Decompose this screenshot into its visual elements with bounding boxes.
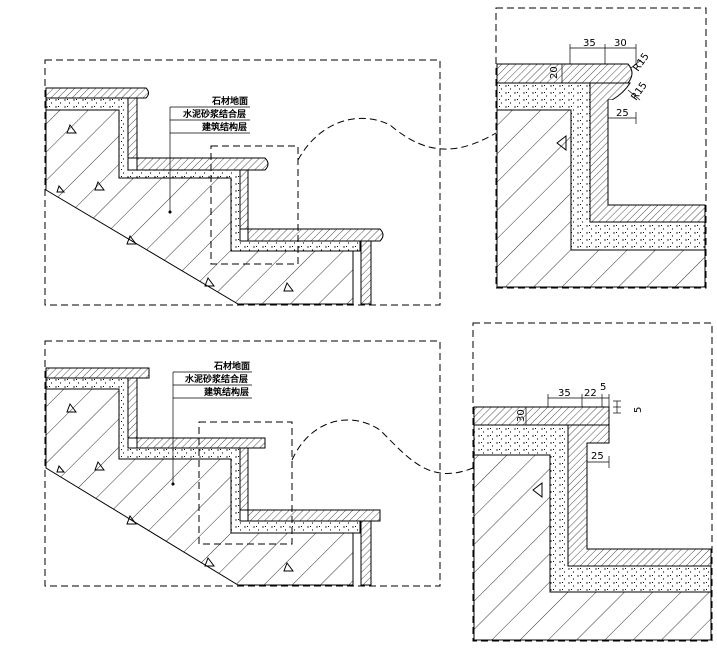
- bottom-detail-dimensions: [522, 394, 621, 468]
- top-section-frame: [44, 59, 441, 306]
- top-dim-r15-a: R15: [631, 51, 651, 73]
- bottom-dim-22: 22: [584, 388, 597, 399]
- bottom-dim-30: 30: [516, 409, 527, 422]
- bottom-stair-section: 石材地面 水泥砂浆结合层 建筑结构层: [44, 340, 474, 587]
- bottom-leader-lines: [171, 371, 252, 486]
- top-stone-tread-1: [45, 87, 149, 99]
- top-callout-box: [210, 145, 299, 265]
- bottom-detail-mark: [532, 481, 543, 499]
- bottom-detail-concrete: [473, 454, 712, 641]
- top-stone-riser-3: [360, 240, 372, 305]
- bottom-detail-riser: [567, 424, 712, 567]
- bottom-stone-tread-3: [247, 509, 381, 522]
- top-detail-riser: [589, 82, 706, 223]
- bottom-label-stone: 石材地面: [213, 360, 250, 372]
- bottom-detail-tread: [473, 406, 610, 426]
- top-stair-section: 石材地面 水泥砂浆结合层 建筑结构层: [44, 59, 497, 306]
- top-dim-r15-b: R15: [629, 80, 649, 102]
- bottom-dim-5: 5: [600, 382, 606, 393]
- top-stone-riser-2: [239, 169, 249, 230]
- bottom-label-structure: 建筑结构层: [204, 386, 249, 398]
- bottom-enlarged-detail: 35 22 5 5 30 25: [472, 322, 713, 642]
- bottom-callout-leader: [291, 419, 474, 474]
- top-detail-tread: [496, 63, 633, 84]
- top-enlarged-detail: 35 30 20 R15 R15 25: [495, 7, 707, 289]
- bottom-callout-box: [198, 421, 293, 545]
- top-dim-35: 35: [583, 38, 596, 49]
- top-callout-leader: [297, 117, 497, 161]
- top-stone-riser-1: [127, 97, 138, 159]
- bottom-dim-5-vertical: 5: [633, 407, 644, 413]
- bottom-section-frame: [44, 340, 441, 587]
- bottom-dim-35: 35: [558, 388, 571, 399]
- top-structure-hatch: [45, 109, 354, 305]
- top-detail-frame: [495, 7, 707, 289]
- bottom-stone-riser-1: [127, 377, 138, 439]
- bottom-stone-riser-2: [239, 447, 249, 511]
- top-concrete-marks: [56, 123, 294, 292]
- top-stone-tread-2: [136, 157, 269, 171]
- top-detail-mark: [556, 134, 567, 152]
- top-label-structure: 建筑结构层: [202, 121, 247, 133]
- bottom-stone-tread-1: [45, 367, 150, 379]
- bottom-stone-tread-2: [136, 437, 266, 449]
- top-label-stone: 石材地面: [211, 95, 248, 107]
- top-stone-tread-3: [247, 228, 384, 242]
- top-dim-20: 20: [549, 66, 560, 79]
- top-detail-dimensions: [558, 44, 642, 124]
- top-dim-25: 25: [616, 108, 629, 119]
- bottom-stone-riser-3: [360, 520, 372, 586]
- top-leader-lines: [168, 106, 250, 214]
- top-label-mortar: 水泥砂浆结合层: [183, 108, 246, 120]
- bottom-dim-25: 25: [591, 451, 604, 462]
- bottom-concrete-marks: [56, 402, 294, 572]
- bottom-detail-frame: [472, 322, 713, 642]
- top-dim-30: 30: [614, 38, 627, 49]
- bottom-label-mortar: 水泥砂浆结合层: [185, 373, 248, 385]
